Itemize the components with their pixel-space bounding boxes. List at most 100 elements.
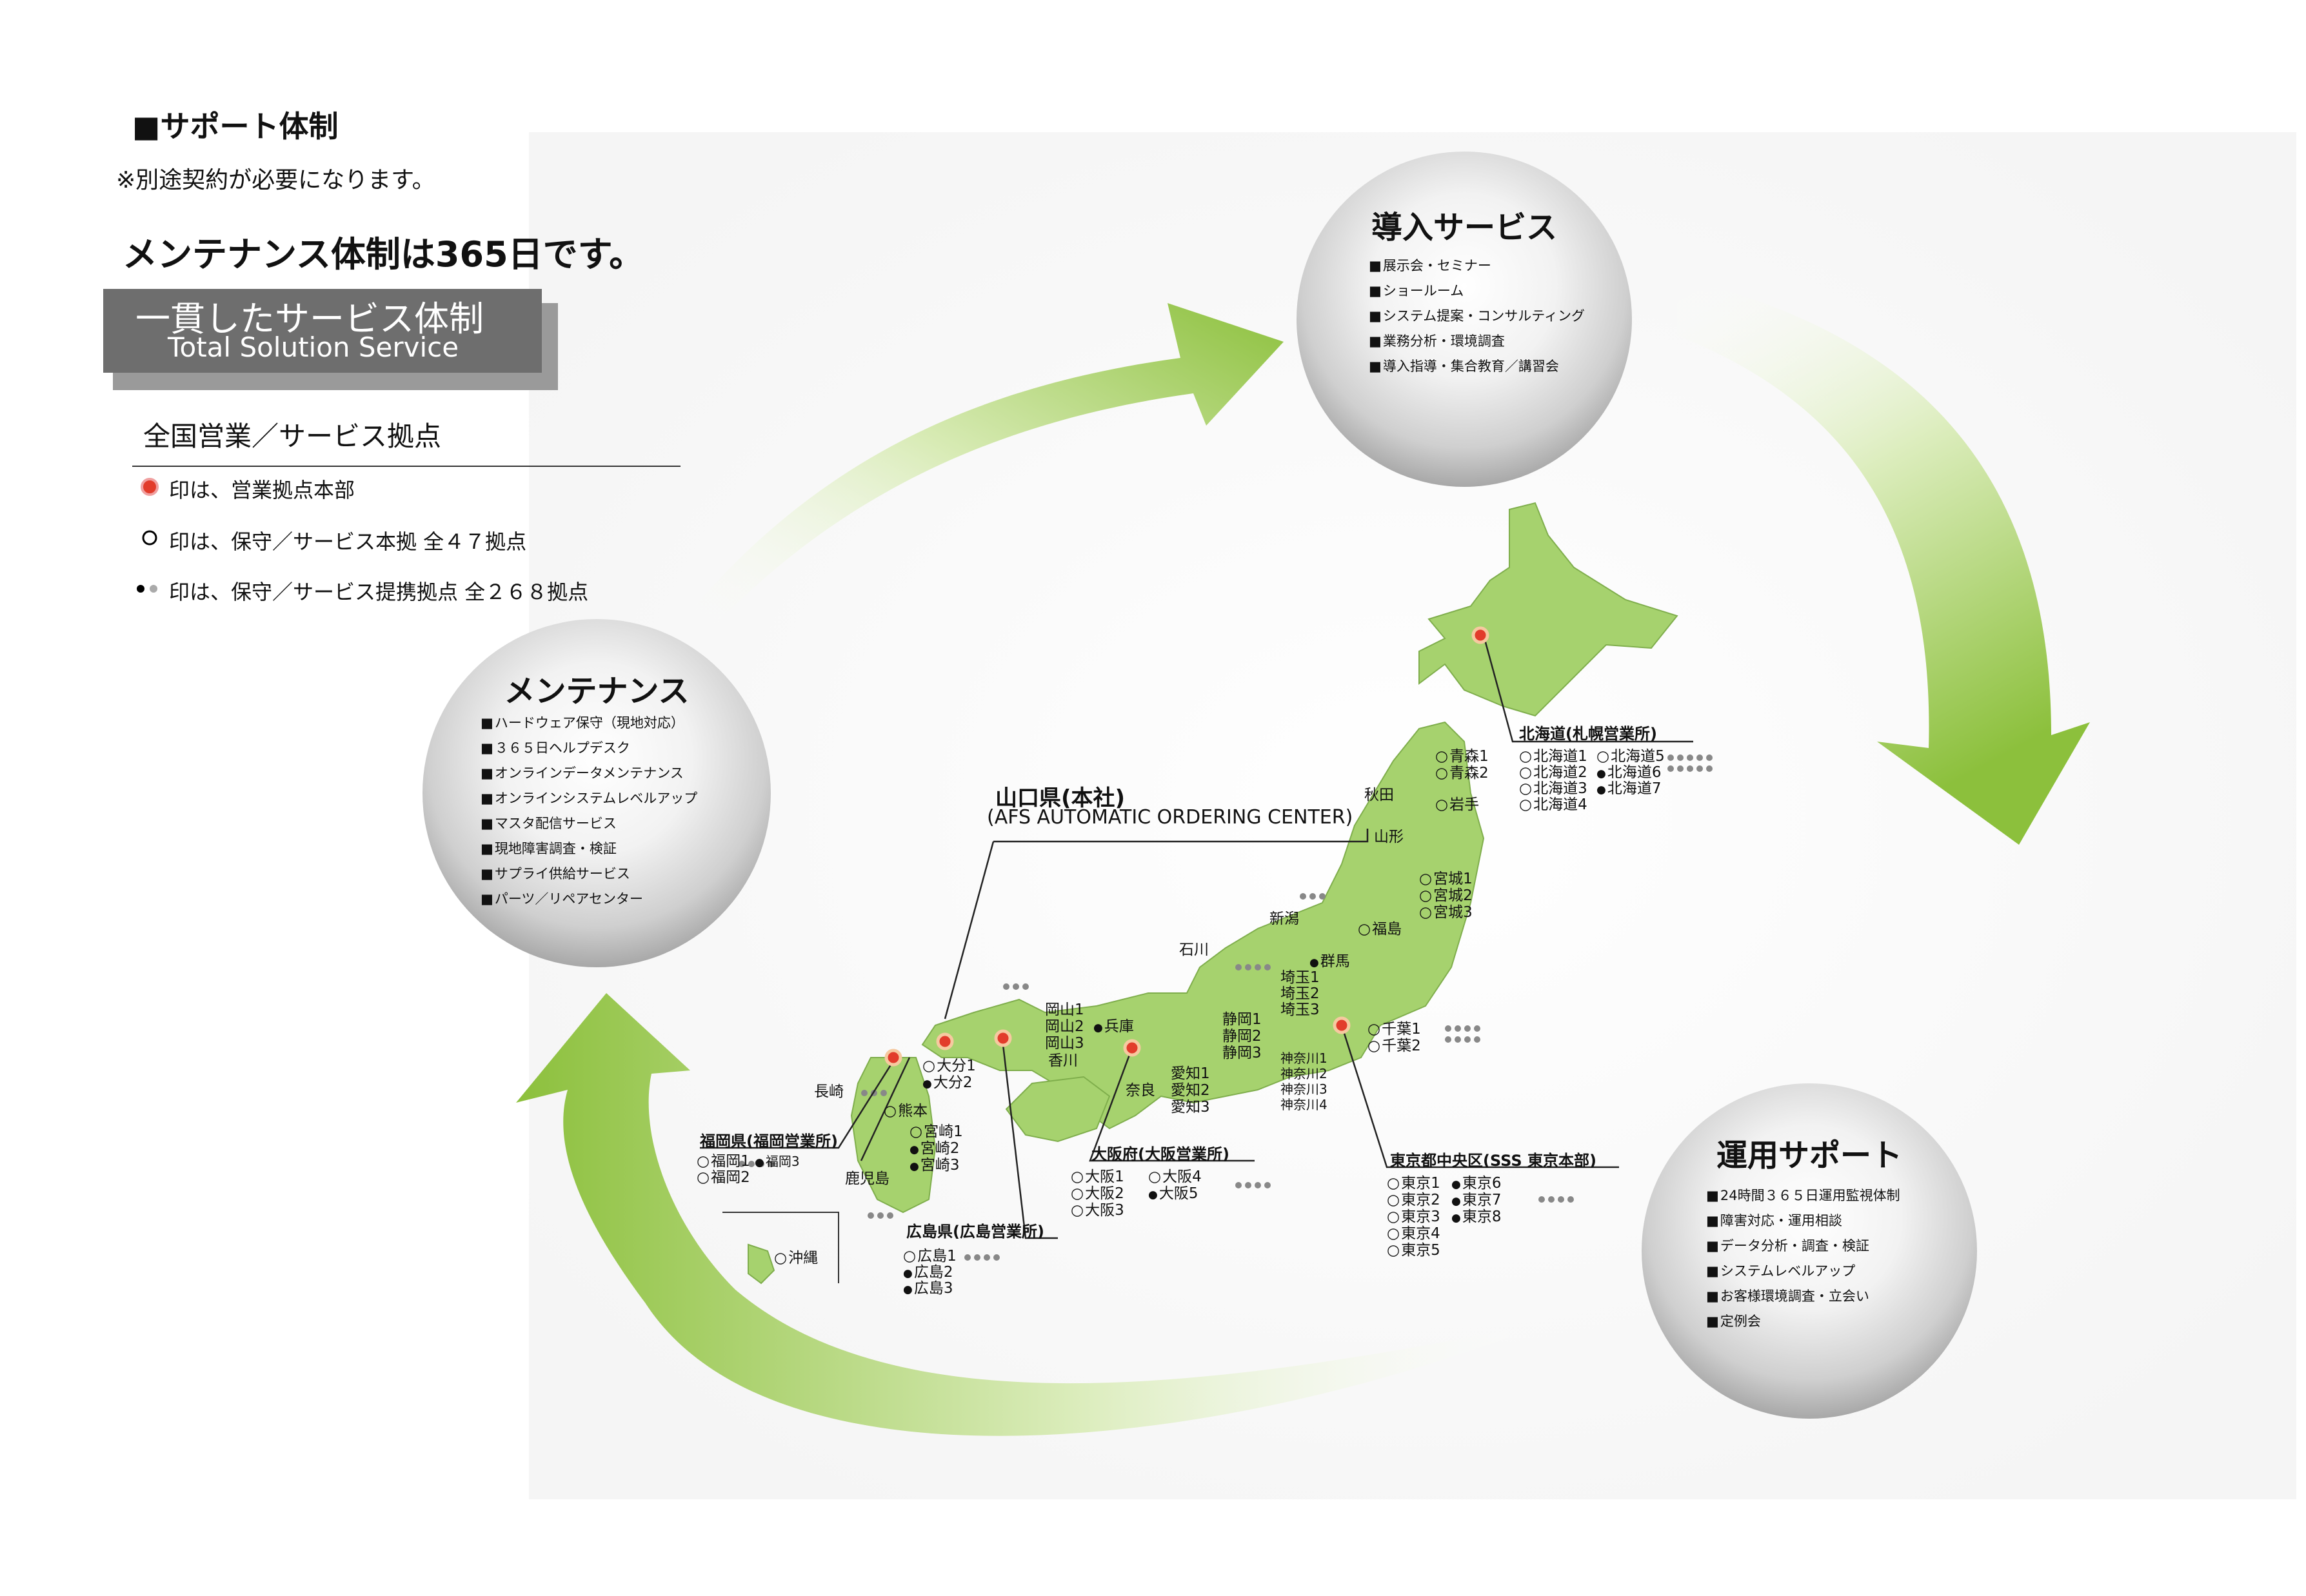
section-title: ■サポート体制	[132, 109, 339, 144]
list-item: お客様環境調査・立会い	[1706, 1284, 1900, 1309]
list-item: パーツ／リペアセンター	[481, 887, 697, 912]
base-label: 大阪3	[1071, 1202, 1124, 1219]
base-label: 青森2	[1435, 765, 1489, 782]
partner-label: 東京6	[1451, 1175, 1502, 1194]
bases-title: 全国営業／サービス拠点	[143, 420, 442, 452]
list-item: オンラインシステムレベルアップ	[481, 786, 697, 811]
office-osaka: 大阪府(大阪営業所)	[1091, 1145, 1229, 1163]
okinawa-shape	[748, 1243, 775, 1285]
base-label: 熊本	[884, 1103, 928, 1120]
arrow-to-operation	[1677, 277, 2090, 845]
base-label: 岡山2	[1045, 1018, 1084, 1035]
operation-support-bubble: 運用サポート 24時間３６５日運用監視体制 障害対応・運用相談 データ分析・調査…	[1642, 1083, 1977, 1419]
maintenance-list: ハードウェア保守（現地対応） ３６５日ヘルプデスク オンラインデータメンテナンス…	[481, 711, 697, 912]
base-label: 埼玉2	[1280, 985, 1320, 1002]
partner-dot-clusters	[739, 754, 1713, 1261]
base-label: 東京5	[1387, 1242, 1440, 1259]
base-label: 香川	[1048, 1052, 1078, 1069]
shikoku-shape	[1005, 1076, 1111, 1143]
base-label: 鹿児島	[845, 1170, 890, 1187]
office-hokkaido: 北海道(札幌営業所)	[1519, 725, 1657, 743]
base-label: 北海道1	[1519, 748, 1587, 765]
arrow-to-maintenance	[516, 993, 1548, 1436]
base-label: 大阪2	[1071, 1185, 1124, 1203]
partner-label: 大阪5	[1148, 1185, 1198, 1204]
base-label: 北海道5	[1596, 748, 1665, 765]
base-label: 新潟	[1269, 911, 1299, 927]
base-label: 広島1	[903, 1248, 957, 1265]
base-label: 秋田	[1364, 787, 1394, 803]
legend-partner-icon-black	[137, 585, 144, 593]
list-item: データ分析・調査・検証	[1706, 1234, 1900, 1259]
base-label: 東京2	[1387, 1192, 1440, 1209]
partner-label: 広島2	[903, 1264, 953, 1283]
legend-base-icon	[142, 530, 157, 546]
partner-label: 東京8	[1451, 1208, 1502, 1227]
maintenance-title: メンテナンス	[504, 673, 690, 709]
base-label: 福島	[1358, 921, 1402, 938]
hq-markers	[884, 626, 1489, 1067]
list-item: 導入指導・集合教育／講習会	[1369, 354, 1585, 379]
bases-divider	[132, 466, 681, 467]
hq-subtitle: (AFS AUTOMATIC ORDERING CENTER)	[987, 806, 1353, 829]
base-label: 神奈川3	[1280, 1081, 1327, 1097]
list-item: 業務分析・環境調査	[1369, 329, 1585, 354]
partner-label: 兵庫	[1093, 1018, 1134, 1037]
list-item: 展示会・セミナー	[1369, 253, 1585, 279]
intro-service-bubble: 導入サービス 展示会・セミナー ショールーム システム提案・コンサルティング 業…	[1297, 152, 1632, 487]
operation-support-title: 運用サポート	[1716, 1138, 1902, 1174]
contract-note: ※別途契約が必要になります。	[116, 167, 435, 193]
total-solution-banner: 一貫したサービス体制 Total Solution Service	[103, 289, 542, 373]
banner-en: Total Solution Service	[168, 331, 459, 363]
operation-support-list: 24時間３６５日運用監視体制 障害対応・運用相談 データ分析・調査・検証 システ…	[1706, 1183, 1900, 1334]
base-label: 大阪1	[1071, 1168, 1124, 1186]
arrow-to-intro	[684, 303, 1284, 638]
list-item: オンラインデータメンテナンス	[481, 761, 697, 786]
legend-hq-icon	[141, 478, 159, 496]
partner-label: 北海道7	[1596, 780, 1662, 799]
base-label: 埼玉1	[1280, 969, 1320, 986]
intro-service-list: 展示会・セミナー ショールーム システム提案・コンサルティング 業務分析・環境調…	[1369, 253, 1585, 379]
list-item: 障害対応・運用相談	[1706, 1208, 1900, 1234]
base-label: 宮崎1	[909, 1123, 963, 1141]
base-label: 静岡2	[1222, 1028, 1262, 1045]
base-label: 岡山3	[1045, 1035, 1084, 1052]
base-label: 東京3	[1387, 1208, 1440, 1226]
partner-label: 広島3	[903, 1280, 953, 1299]
office-fukuoka: 福岡県(福岡営業所)	[700, 1132, 838, 1150]
base-label: 愛知3	[1171, 1099, 1210, 1116]
list-item: ハードウェア保守（現地対応）	[481, 711, 697, 736]
partner-label: 北海道6	[1596, 764, 1662, 783]
list-item: システムレベルアップ	[1706, 1259, 1900, 1284]
banner-jp: 一貫したサービス体制	[135, 299, 484, 339]
list-item: サプライ供給サービス	[481, 862, 697, 887]
legend-partner: 印は、保守／サービス提携拠点 全２６８拠点	[169, 580, 589, 604]
list-item: 定例会	[1706, 1309, 1900, 1334]
base-label: 神奈川1	[1280, 1050, 1327, 1066]
base-label: 沖縄	[774, 1250, 818, 1267]
base-label: 千葉1	[1367, 1021, 1421, 1038]
office-tokyo: 東京都中央区(SSS 東京本部)	[1390, 1152, 1596, 1170]
hq-title: 山口県(本社)	[995, 785, 1126, 811]
base-label: 北海道4	[1519, 796, 1587, 814]
base-label: 宮城3	[1419, 904, 1473, 921]
legend-partner-icon-gray	[150, 585, 157, 593]
base-label: 青森1	[1435, 748, 1489, 765]
base-label: 岡山1	[1045, 1001, 1084, 1018]
base-label: 北海道2	[1519, 764, 1587, 782]
base-label: 大分1	[922, 1058, 976, 1075]
legend-base: 印は、保守／サービス本拠 全４７拠点	[169, 529, 527, 554]
base-label: 愛知1	[1171, 1065, 1210, 1082]
partner-label: 宮崎2	[909, 1140, 960, 1159]
base-label: 石川	[1179, 941, 1209, 958]
base-label: 福岡2	[697, 1169, 750, 1187]
base-label: 神奈川2	[1280, 1066, 1327, 1081]
base-label: 静岡1	[1222, 1011, 1262, 1028]
base-label: 神奈川4	[1280, 1097, 1327, 1112]
base-label: 静岡3	[1222, 1045, 1262, 1061]
base-label: 東京1	[1387, 1175, 1440, 1192]
base-label: 北海道3	[1519, 780, 1587, 798]
list-item: 24時間３６５日運用監視体制	[1706, 1183, 1900, 1208]
office-hiroshima: 広島県(広島営業所)	[906, 1223, 1044, 1241]
base-label: 山形	[1374, 829, 1404, 845]
